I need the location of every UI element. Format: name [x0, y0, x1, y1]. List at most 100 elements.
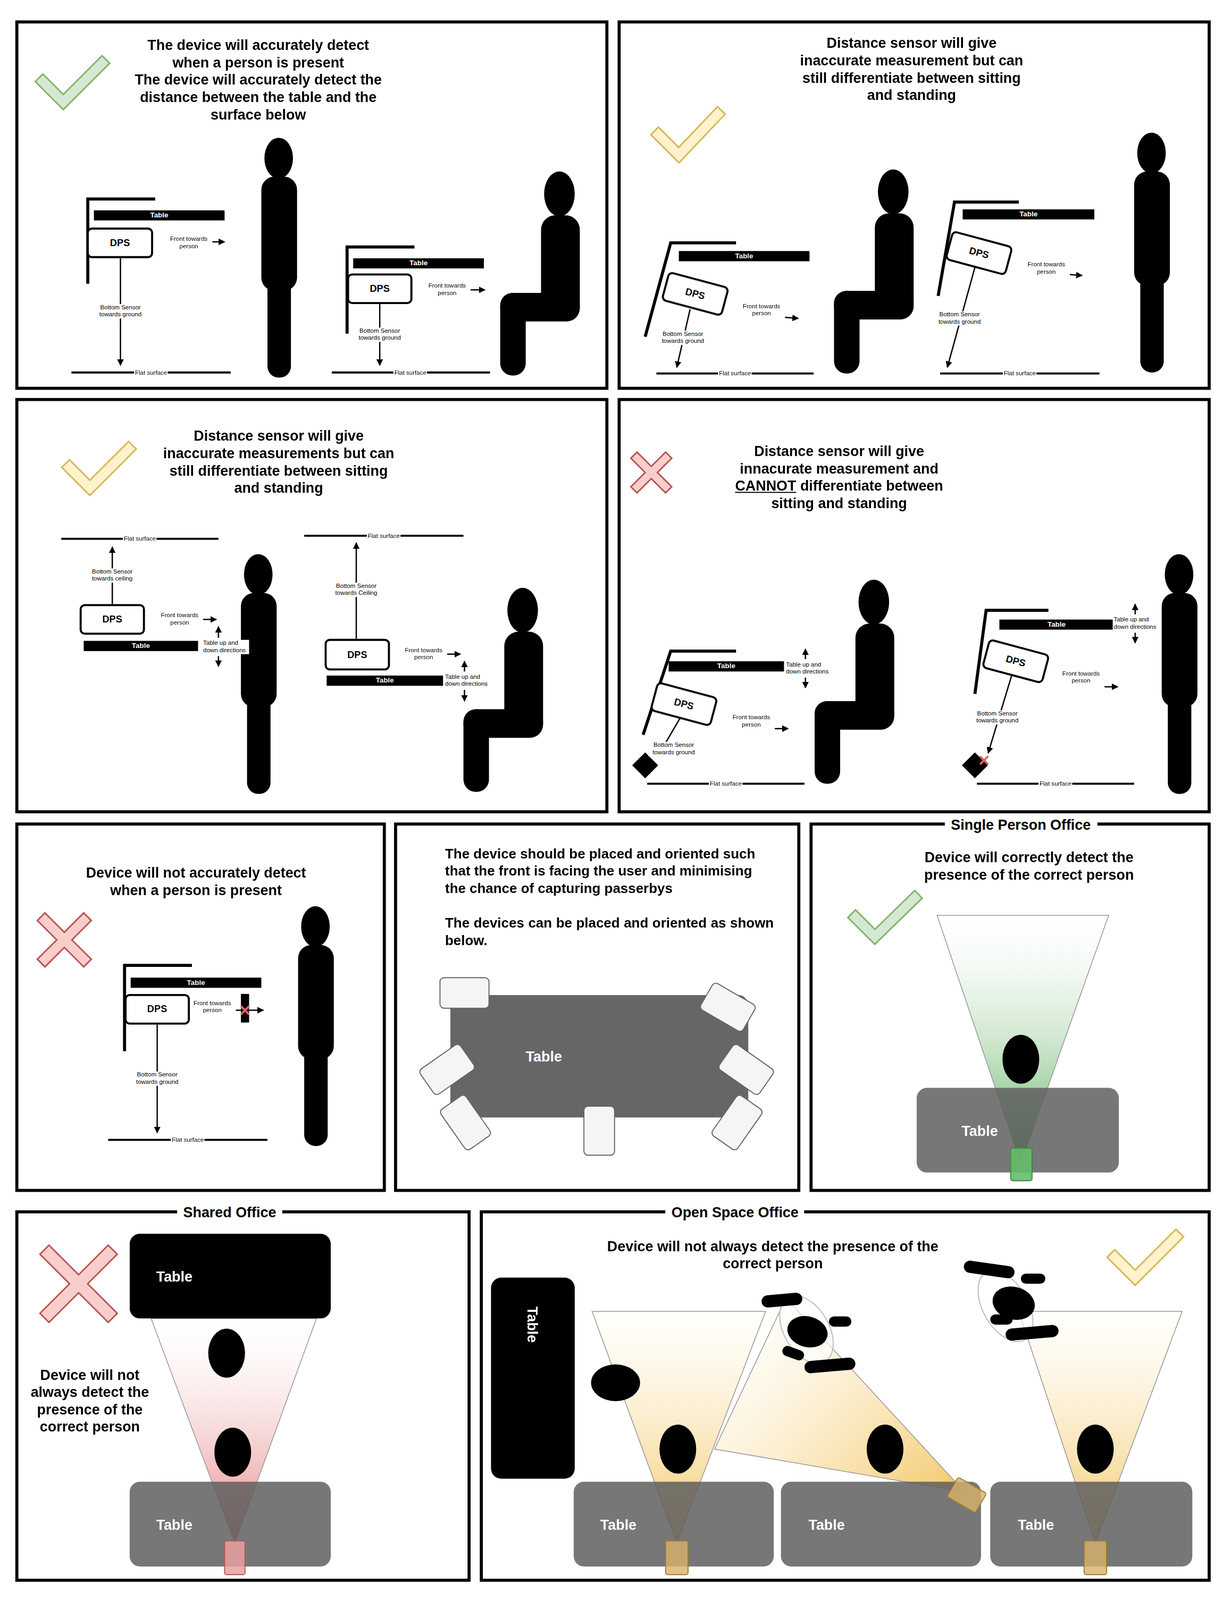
person-figure — [833, 169, 914, 374]
text-run: between — [885, 477, 944, 494]
walking-person — [803, 1357, 857, 1375]
detection-cone — [714, 1298, 965, 1493]
panel-frame: The device should be placed and oriented… — [394, 822, 801, 1193]
node-label: DPS — [672, 696, 695, 714]
panel-frame: Distance sensor will give innacurate mea… — [617, 398, 1211, 814]
node-label: Table — [409, 258, 428, 269]
sensor-device — [418, 1043, 477, 1097]
walking-person — [828, 1317, 852, 1328]
node-label: Table — [156, 1267, 193, 1286]
text-run: Distance — [754, 442, 814, 460]
node-label: Table — [187, 977, 206, 988]
text-run: will — [868, 442, 892, 460]
panel-frame: Open Space OfficeDevice will not always … — [479, 1210, 1211, 1583]
table-bar: Table — [668, 661, 784, 672]
callout-label: Bottom Sensor towards ground — [95, 304, 147, 319]
text-run — [843, 495, 848, 512]
obstacle — [961, 752, 988, 779]
person-figure — [814, 579, 895, 784]
node-label: Table — [734, 250, 753, 262]
sensor-box: DPS — [79, 604, 146, 636]
person-head — [659, 1425, 697, 1474]
panel-text: Distance sensor will give innacurate mea… — [729, 442, 950, 513]
text-column: Distance sensor will give inaccurate mea… — [793, 34, 1030, 105]
callout-label: Front towards person — [729, 714, 774, 730]
text-column: Device will not always detect the presen… — [589, 1238, 957, 1273]
sensor-device — [947, 1477, 987, 1514]
callout-label: Front towards person — [157, 612, 203, 627]
sensor-device — [418, 977, 776, 1156]
sensor-box: DPS — [981, 638, 1051, 685]
cross-mark — [637, 458, 666, 488]
sensor-device — [1010, 1148, 1033, 1181]
callout-label: Flat surface — [717, 369, 752, 378]
callout-label: Bottom Sensor towards ceiling — [86, 568, 138, 583]
person-figure — [463, 588, 544, 793]
callout-label: Bottom Sensor towards ground — [131, 1071, 183, 1087]
person-head — [1076, 1425, 1114, 1474]
desk-shape: Table — [490, 1278, 575, 1480]
blocked-mark — [979, 756, 988, 765]
text-run — [891, 442, 896, 460]
desk-shape: Table — [450, 995, 749, 1118]
person-head — [591, 1364, 641, 1402]
callout-label: Flat surface — [708, 780, 743, 789]
table-bar: Table — [83, 641, 198, 652]
panel-text: Device will not accurately detect when a… — [73, 864, 319, 900]
walking-person — [783, 1312, 832, 1353]
sensor-device — [710, 1094, 764, 1153]
callout-label: Flat surface — [1002, 369, 1037, 378]
node-label: DPS — [110, 236, 131, 249]
panel-text: Device will correctly detect the presenc… — [911, 849, 1147, 884]
walking-person — [760, 1292, 803, 1309]
panel-text: The device will accurately detect the di… — [133, 71, 384, 124]
callout-label: Front towards person — [739, 303, 784, 318]
check-mark — [855, 898, 915, 937]
node-label: Table — [717, 661, 736, 672]
callout-label: Table up and down directions — [1112, 616, 1160, 632]
panel-frame: Distance sensor will give inaccurate mea… — [15, 398, 609, 814]
check-mark — [43, 63, 1177, 1279]
cross-mark — [44, 920, 84, 960]
person-head — [1002, 1035, 1040, 1085]
desk-shape: Table — [129, 1482, 331, 1568]
person-figure — [1161, 554, 1198, 794]
text-run — [796, 477, 800, 494]
check-mark — [855, 898, 915, 937]
callout-label: Bottom Sensor towards ground — [354, 327, 406, 342]
text-run — [882, 477, 886, 494]
callout-label: Front towards person — [1024, 261, 1069, 276]
desk-shape: Table — [781, 1482, 982, 1568]
sensor-arrow — [212, 241, 225, 243]
text-column: Device will not accurately detect when a… — [73, 864, 319, 900]
sensor-arrow — [1134, 632, 1136, 643]
callout-label: Flat surface — [170, 1136, 205, 1145]
callout-label: Bottom Sensor towards Ceiling — [330, 582, 382, 598]
panel-frame: Shared OfficeDevice will not always dete… — [15, 1210, 471, 1583]
node-label: Table — [375, 675, 395, 686]
sensor-arrow — [447, 653, 461, 655]
person-figure — [500, 171, 581, 376]
node-label: Table — [525, 1047, 563, 1067]
text-run: sitting — [771, 495, 815, 512]
text-run: give — [895, 442, 925, 460]
text-run: measurement — [816, 460, 910, 477]
detection-cone — [151, 915, 1183, 1544]
callout-label: Bottom Sensor towards ground — [657, 330, 709, 346]
person-figure — [261, 137, 297, 378]
node-label: Table — [131, 641, 150, 652]
sensor-arrow — [1134, 604, 1136, 615]
text-run — [811, 460, 816, 477]
walking-person — [760, 1260, 1059, 1375]
cross-mark — [48, 1254, 108, 1314]
sensor-device — [699, 982, 758, 1034]
table-bar: Table — [962, 209, 1095, 220]
check-mark — [1114, 1237, 1176, 1279]
sensor-arrow — [218, 626, 220, 639]
sensor-arrow — [463, 690, 465, 702]
sensor-device — [224, 1541, 245, 1576]
desk-shape: Table — [573, 1482, 774, 1568]
sensor-arrow — [463, 661, 465, 672]
node-label: Table — [961, 1121, 998, 1141]
table-bar: Table — [326, 675, 443, 686]
